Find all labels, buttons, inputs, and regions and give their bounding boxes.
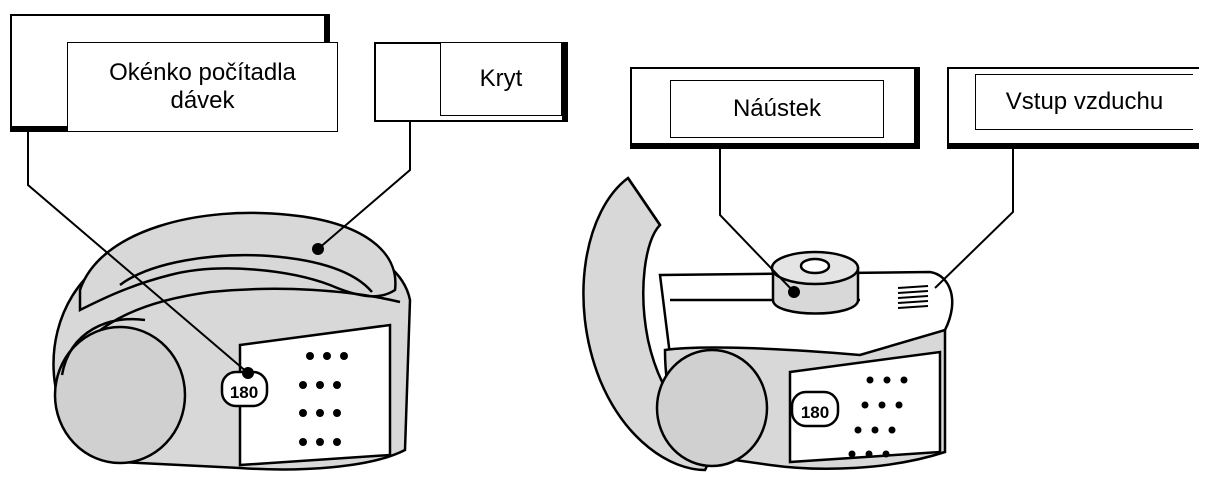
inhaler-open-icon <box>582 176 954 472</box>
label-cover: Kryt <box>479 65 523 92</box>
pointer-dot-counter <box>242 367 254 379</box>
counter-value-open: 180 <box>801 403 829 422</box>
inhaler-closed-icon <box>52 211 412 471</box>
inhaler-open-cap <box>582 176 722 472</box>
counter-value-closed: 180 <box>230 383 258 402</box>
air-inlet-grille <box>897 285 929 309</box>
inhaler-open-vent-dots <box>848 376 908 458</box>
label-mouthpiece: Náústek <box>732 95 822 122</box>
label-air-inlet: Vstup vzduchu <box>1005 88 1164 115</box>
leader-lines-right <box>719 148 1014 293</box>
inhaler-closed-disc <box>53 325 187 465</box>
callout-label-dose-counter: Okénko počítadla dávek <box>67 42 338 132</box>
pointer-dot-cover <box>312 243 324 255</box>
inhaler-closed-panel <box>238 323 392 467</box>
inhaler-open-counter-window <box>790 390 840 428</box>
callout-label-air-inlet: Vstup vzduchu <box>975 74 1193 130</box>
callout-label-cover: Kryt <box>440 42 562 116</box>
pointer-dot-mouthpiece <box>788 286 800 298</box>
label-dose-counter-window: Okénko počítadla dávek <box>109 59 296 114</box>
inhaler-closed-vent-dots <box>299 352 348 446</box>
inhaler-closed-cap <box>78 211 397 313</box>
callout-label-mouthpiece: Náústek <box>670 80 884 138</box>
inhaler-open-disc <box>655 348 769 468</box>
leader-lines-left <box>27 122 411 374</box>
